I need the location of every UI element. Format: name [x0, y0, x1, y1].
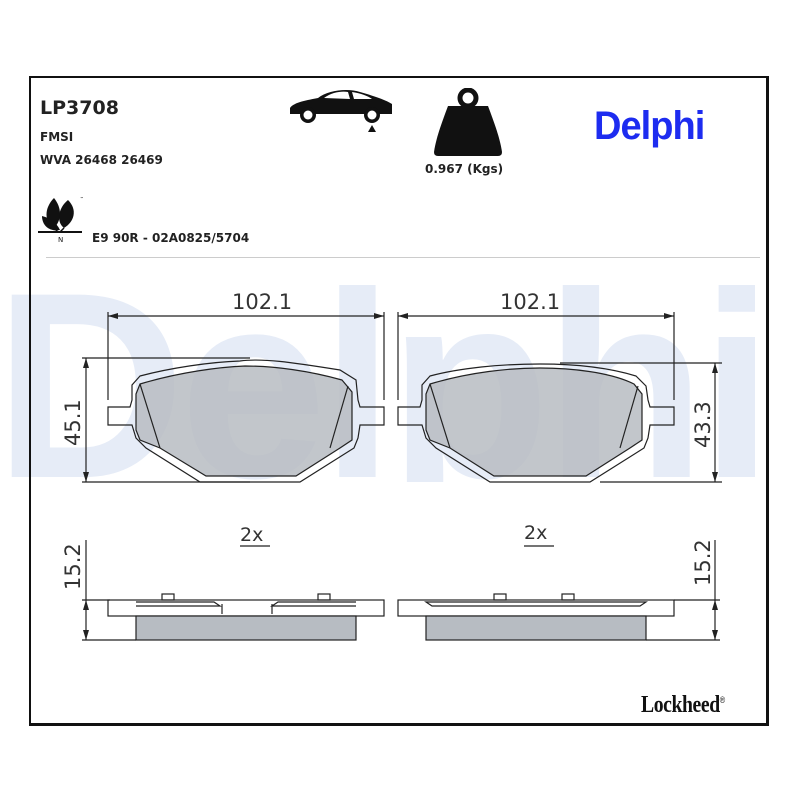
- svg-text:Delphi: Delphi: [0, 282, 768, 482]
- svg-text:N: N: [58, 236, 63, 244]
- lockheed-logo: Lockheed®: [641, 692, 725, 718]
- left-width-label: 102.1: [232, 290, 292, 314]
- svg-text:™: ™: [80, 196, 84, 201]
- right-thickness-label: 15.2: [691, 539, 715, 586]
- left-thickness-dimension: [82, 540, 136, 641]
- weight-icon: [434, 88, 502, 156]
- fmsi-label: FMSI: [40, 130, 74, 144]
- right-width-label: 102.1: [500, 290, 560, 314]
- right-quantity-label: 2x: [524, 522, 547, 544]
- delphi-watermark: Delphi: [0, 282, 774, 482]
- left-width-dimension: [107, 312, 385, 400]
- right-height-label: 43.3: [691, 401, 715, 448]
- right-thickness-dimension: [646, 540, 720, 641]
- eco-leaf-icon: N ™: [38, 196, 84, 244]
- right-pad-front-view: [397, 363, 675, 483]
- left-quantity-label: 2x: [240, 524, 263, 546]
- left-thickness-label: 15.2: [61, 543, 85, 590]
- weight-label: 0.967 (Kgs): [425, 162, 504, 176]
- left-pad-side-view: [107, 593, 385, 641]
- wva-numbers: WVA 26468 26469: [40, 153, 163, 167]
- left-pad-front-view: [107, 359, 385, 483]
- right-height-dimension: [560, 362, 722, 483]
- left-height-label: 45.1: [61, 399, 85, 446]
- left-height-dimension: [82, 357, 250, 483]
- datasheet-frame: [29, 76, 769, 726]
- right-width-dimension: [397, 312, 675, 400]
- header-divider: [46, 257, 760, 258]
- right-pad-side-view: [397, 593, 675, 641]
- part-number: LP3708: [40, 97, 119, 119]
- car-rear-axle-icon: [290, 90, 392, 132]
- ece-certification: E9 90R - 02A0825/5704: [92, 231, 250, 245]
- delphi-logo: Delphi: [594, 104, 705, 148]
